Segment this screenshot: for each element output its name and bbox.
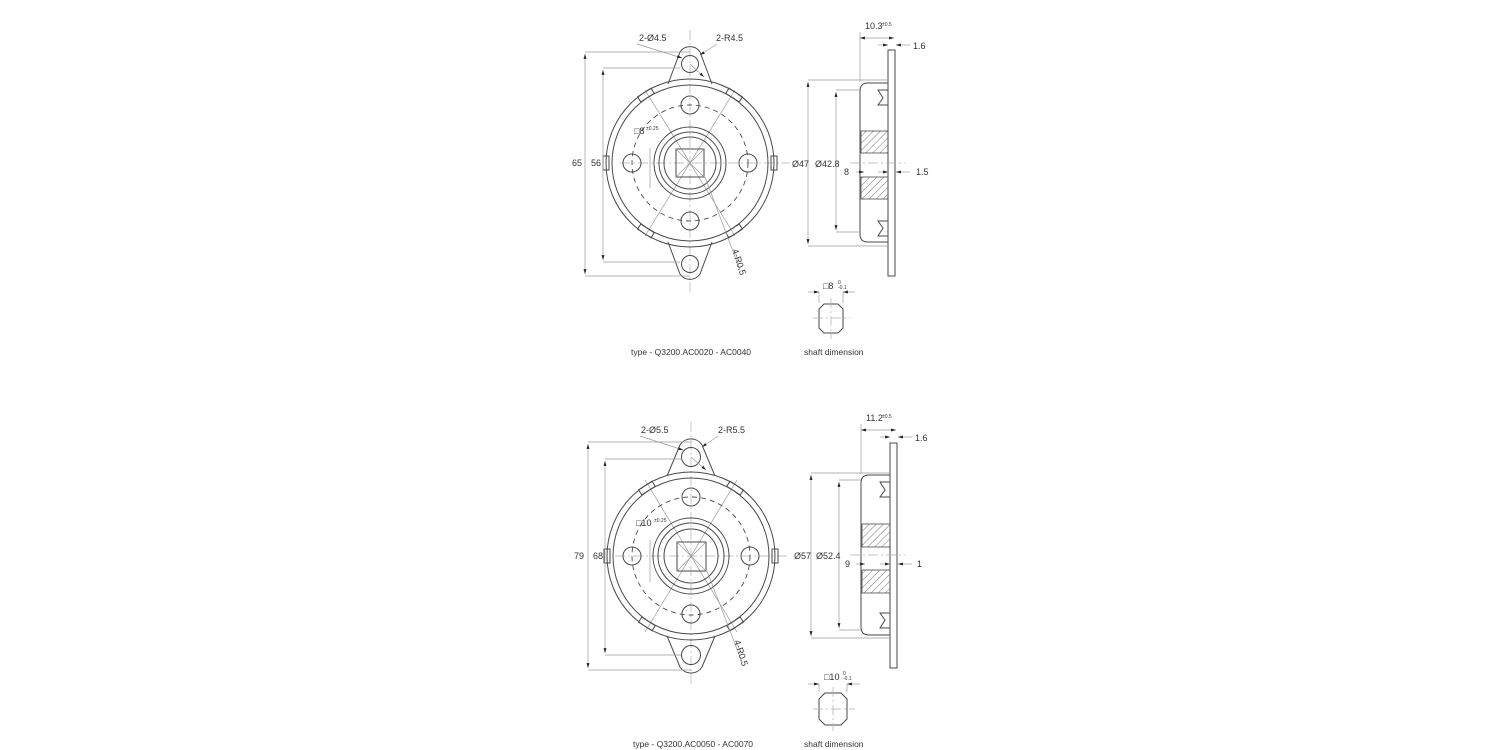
d1-depth-label: 10.3 — [865, 21, 883, 31]
d1-caption: type - Q3200.AC0020 - AC0040 — [631, 347, 751, 357]
drawing-2-side-view — [809, 424, 912, 669]
d1-shaft-caption: shaft dimension — [804, 347, 864, 357]
d1-hole-pitch: 56 — [591, 158, 601, 168]
drawing-1-shaft-section — [808, 290, 855, 339]
d1-square-tol: ±0.25 — [646, 126, 659, 132]
d2-outer-dia: Ø57 — [794, 551, 811, 561]
d1-shaft-size: □8 — [823, 281, 833, 291]
d2-overall-height: 79 — [574, 551, 584, 561]
d1-overall-height: 65 — [572, 158, 582, 168]
d1-square-label: □8 — [634, 126, 644, 136]
d1-inner-dia: Ø42.8 — [815, 159, 840, 169]
drawing-1-side-view — [806, 32, 910, 277]
d1-flange-thickness: 1.6 — [913, 41, 926, 51]
d1-shaft-tol-upper: 0 — [838, 280, 841, 286]
d2-depth-tol: ±0.5 — [882, 414, 892, 420]
d1-depth-tol: ±0.5 — [882, 22, 892, 28]
d2-depth-label: 11.2 — [866, 413, 883, 423]
d2-shaft-len: 9 — [845, 559, 850, 569]
drawing-1-front-view — [583, 30, 790, 292]
d2-shaft-caption: shaft dimension — [804, 739, 864, 749]
d2-lug-radius-label: 2-R5.5 — [718, 425, 745, 435]
d2-square-tol: ±0.25 — [654, 518, 667, 524]
d2-hole-label: 2-Ø5.5 — [641, 425, 669, 435]
d2-offset: 1 — [917, 559, 922, 569]
d1-offset: 1.5 — [916, 167, 929, 177]
d2-shaft-tol-lower: -0.1 — [843, 676, 852, 682]
d1-corner-label: 4-R0.5 — [730, 248, 748, 277]
d2-shaft-tol-upper: 0 — [843, 671, 846, 677]
d2-square-label: □10 — [636, 518, 651, 528]
d2-inner-dia: Ø52.4 — [816, 551, 841, 561]
d2-caption: type - Q3200.AC0050 - AC0070 — [633, 739, 753, 749]
d2-corner-label: 4-R0.5 — [732, 639, 750, 668]
d1-hole-label: 2-Ø4.5 — [639, 33, 667, 43]
d1-outer-dia: Ø47 — [792, 159, 809, 169]
d2-hole-pitch: 68 — [593, 551, 603, 561]
d2-flange-thickness: 1.6 — [915, 433, 928, 443]
d1-lug-radius-label: 2-R4.5 — [716, 33, 743, 43]
drawing-2-front-view — [586, 422, 790, 685]
d2-shaft-size: □10 — [824, 672, 839, 682]
d1-shaft-len: 8 — [844, 167, 849, 177]
d1-shaft-tol-lower: -0.1 — [838, 285, 847, 291]
drawing-2-shaft-section — [808, 682, 860, 731]
